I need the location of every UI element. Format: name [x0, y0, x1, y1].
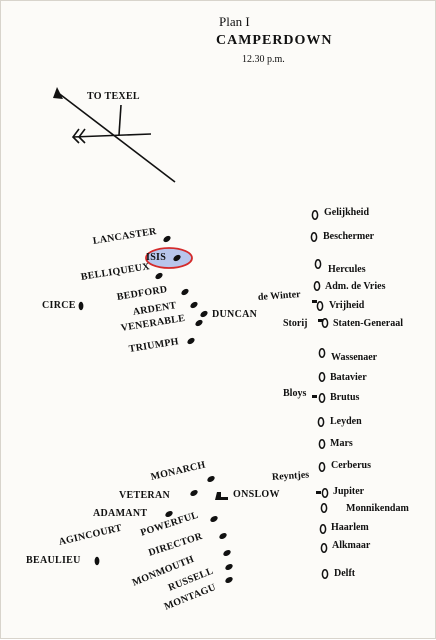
compass-tick-up: [118, 104, 122, 136]
dutch-marker-delft: [321, 568, 329, 580]
ship-marker-powerful: [210, 515, 218, 523]
ship-marker-ardent: [190, 301, 198, 309]
ship-label-adamant: ADAMANT: [93, 508, 148, 519]
admiral-label-bloys: Bloys: [283, 388, 307, 399]
dutch-marker-batavier: [318, 371, 326, 383]
compass-fletching: [71, 128, 86, 144]
ship-label-onslow: ONSLOW: [233, 489, 280, 500]
ship-marker-triumph: [187, 337, 195, 345]
flag-reyntjes: [316, 491, 321, 494]
ship-marker-bedford: [181, 288, 189, 296]
dutch-label-beschermer: Beschermer: [323, 231, 375, 242]
dutch-marker-vrijheid: [316, 300, 324, 312]
ship-marker-beaulieu: [94, 556, 100, 566]
dutch-label-leyden: Leyden: [330, 416, 362, 427]
plan-label: Plan I: [219, 14, 250, 29]
dutch-marker-beschermer: [310, 231, 318, 243]
british-north-markers: [78, 235, 208, 345]
ship-label-veteran: VETERAN: [119, 490, 170, 501]
ship-label-circe: CIRCE: [42, 300, 76, 311]
dutch-marker-adm-de-vries: [313, 280, 321, 292]
dutch-label-hercules: Hercules: [328, 264, 366, 275]
flag-storij: [318, 319, 323, 322]
dutch-label-wassenaer: Wassenaer: [331, 352, 378, 363]
dutch-label-delft: Delft: [334, 568, 356, 579]
dutch-marker-alkmaar: [320, 542, 328, 554]
ship-marker-circe: [78, 301, 84, 311]
dutch-marker-cerberus: [318, 461, 326, 473]
ship-label-beaulieu: BEAULIEU: [26, 555, 81, 566]
dutch-label-monnikendam: Monnikendam: [346, 503, 409, 514]
ship-marker-onslow: [215, 492, 228, 500]
compass-label: TO TEXEL: [87, 91, 140, 102]
ship-marker-monmouth: [223, 549, 231, 557]
dutch-label-haarlem: Haarlem: [331, 522, 369, 533]
dutch-label-brutus: Brutus: [330, 392, 360, 403]
dutch-label-gelijkheid: Gelijkheid: [324, 207, 370, 218]
dutch-marker-brutus: [318, 392, 326, 404]
dutch-marker-gelijkheid: [311, 209, 319, 221]
dutch-marker-staten-generaal: [321, 317, 329, 329]
isis-highlight: [145, 247, 193, 269]
ship-marker-montagu: [225, 576, 233, 584]
ship-marker-venerable: [195, 319, 203, 327]
dutch-label-jupiter: Jupiter: [333, 486, 365, 497]
dutch-flag-markers: [312, 300, 323, 494]
dutch-label-mars: Mars: [330, 438, 353, 449]
time-label: 12.30 p.m.: [242, 54, 285, 65]
dutch-label-batavier: Batavier: [330, 372, 367, 383]
ship-marker-russell: [225, 563, 233, 571]
ship-label-duncan: DUNCAN: [212, 309, 258, 320]
dutch-markers: [310, 209, 329, 580]
flag-bloys: [312, 395, 317, 398]
dutch-marker-jupiter: [321, 487, 329, 499]
ship-marker-lancaster: [163, 235, 171, 243]
flag-de-winter: [312, 300, 317, 303]
dutch-label-staten-generaal: Staten-Generaal: [333, 318, 403, 329]
dutch-marker-monnikendam: [320, 502, 328, 514]
dutch-marker-mars: [318, 438, 326, 450]
ship-marker-belliqueux: [155, 272, 163, 280]
dutch-label-vrijheid: Vrijheid: [329, 300, 365, 311]
page-title: CAMPERDOWN: [216, 33, 333, 48]
ship-marker-adamant: [165, 510, 173, 518]
dutch-marker-hercules: [314, 258, 322, 270]
ship-marker-veteran: [190, 489, 198, 497]
dutch-marker-leyden: [317, 416, 325, 428]
dutch-label-alkmaar: Alkmaar: [332, 540, 371, 551]
ship-marker-director: [219, 532, 227, 540]
dutch-label-adm-de-vries: Adm. de Vries: [325, 281, 386, 292]
british-south-markers: [94, 475, 233, 584]
dutch-marker-haarlem: [319, 523, 327, 535]
compass-arrow: [53, 87, 176, 183]
dutch-label-cerberus: Cerberus: [331, 460, 371, 471]
ship-marker-isis: [173, 254, 181, 262]
ship-label-isis: ISIS: [146, 252, 167, 263]
admiral-label-storij: Storij: [283, 318, 308, 329]
ship-marker-duncan: [200, 310, 208, 318]
compass-arrowhead: [53, 87, 63, 99]
dutch-marker-wassenaer: [318, 347, 326, 359]
compass-cross-line: [72, 133, 152, 138]
compass-main-line: [56, 91, 176, 183]
ship-marker-monarch: [207, 475, 215, 483]
